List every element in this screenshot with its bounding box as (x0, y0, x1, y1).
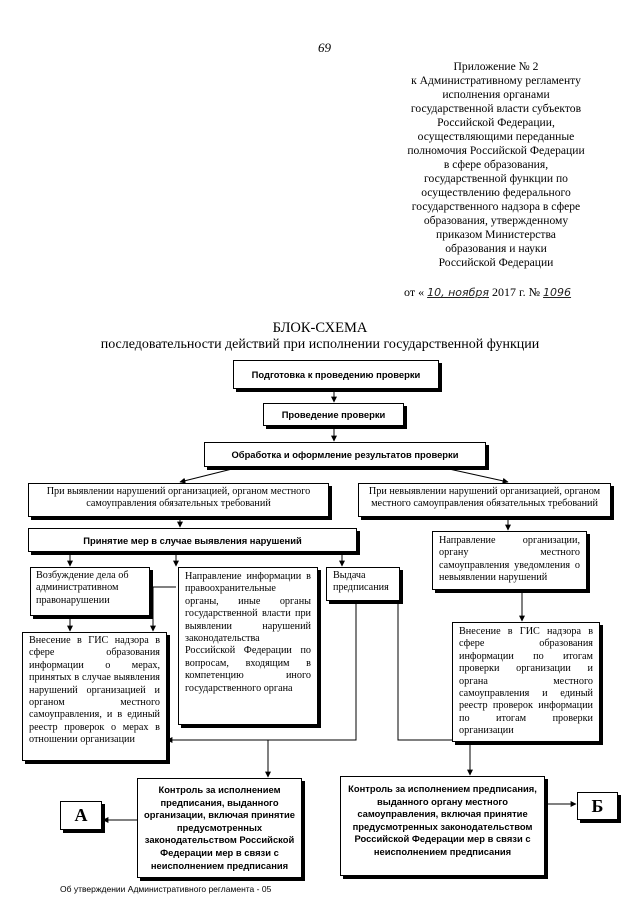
appendix-line: государственного надзора в сфере (411, 200, 581, 213)
appendix-line: государственной функции по (424, 172, 568, 185)
date-prefix: от « (404, 285, 425, 299)
connector-label-a: А (60, 801, 102, 830)
box-take-measures-text: Принятие мер в случае выявления нарушени… (83, 534, 302, 546)
appendix-line: осуществлению федерального (421, 186, 571, 199)
appendix-line: осуществляющими переданные (417, 130, 575, 143)
appendix-header: Приложение № 2 к Административному регла… (390, 60, 602, 270)
box-take-measures: Принятие мер в случае выявления нарушени… (28, 528, 357, 552)
box-gis-measures-text: Внесение в ГИС надзора в сфере образован… (29, 635, 160, 746)
box-prepare-check: Подготовка к проведению проверки (233, 360, 439, 389)
handwritten-date: 10, ноября (427, 286, 490, 299)
box-control-organization: Контроль за исполнением предписания, выд… (137, 778, 302, 878)
appendix-line: Приложение № 2 (453, 60, 539, 73)
box-issue-order: Выдача предписания (326, 567, 400, 601)
connector-label-b-text: Б (591, 795, 604, 816)
arrow-order-to-control-right (397, 601, 473, 776)
appendix-date-line: от « 10, ноября 2017 г. № 1096 (404, 285, 571, 300)
appendix-line: к Административному регламенту (411, 74, 581, 87)
box-administrative-case: Возбуждение дела об административном пра… (30, 567, 150, 616)
arrow-processing-to-notfound (439, 466, 509, 484)
appendix-line: государственной власти субъектов (410, 102, 582, 115)
arrow-order-to-control-left (265, 739, 356, 778)
box-notice-no-violations-text: Направление организации, органу местного… (439, 535, 580, 584)
box-conduct-check: Проведение проверки (263, 403, 404, 426)
appendix-line: Российской Федерации, (437, 116, 555, 129)
appendix-line: в сфере образования, (443, 158, 549, 171)
box-gis-results-text: Внесение в ГИС надзора в сфере образован… (459, 626, 593, 737)
box-gis-measures: Внесение в ГИС надзора в сфере образован… (22, 632, 167, 761)
box-gis-results: Внесение в ГИС надзора в сфере образован… (452, 622, 600, 742)
page-number: 69 (318, 40, 331, 55)
box-violations-found: При выявлении нарушений организацией, ор… (28, 483, 329, 517)
appendix-line: Российской Федерации (438, 256, 554, 269)
box-violations-found-text: При выявлении нарушений организацией, ор… (46, 486, 311, 510)
box-notice-no-violations: Направление организации, органу местного… (432, 531, 587, 590)
box-process-results: Обработка и оформление результатов прове… (204, 442, 486, 467)
connector-label-a-text: А (74, 805, 88, 825)
flowchart-subtitle: последовательности действий при исполнен… (100, 337, 540, 352)
box-prepare-check-text: Подготовка к проведению проверки (251, 369, 421, 380)
appendix-line: приказом Министерства (436, 228, 556, 241)
connector-label-b: Б (577, 792, 618, 820)
box-info-direction: Направление информации в правоохранитель… (178, 567, 318, 725)
arrow-info-to-gis-left (150, 586, 176, 632)
appendix-line: образования, утвержденному (423, 214, 569, 227)
box-control-organization-text: Контроль за исполнением предписания, выд… (143, 784, 295, 871)
box-control-municipal: Контроль за исполнением предписания, выд… (340, 776, 545, 876)
date-year: 2017 г. № (492, 285, 541, 299)
box-process-results-text: Обработка и оформление результатов прове… (231, 449, 459, 460)
box-info-direction-text: Направление информации в правоохранитель… (185, 571, 311, 694)
appendix-line: исполнения органами (442, 88, 550, 101)
appendix-line: образования и науки (445, 242, 547, 255)
flowchart-title: БЛОК-СХЕМА (272, 320, 368, 336)
box-issue-order-text: Выдача предписания (333, 570, 389, 594)
box-conduct-check-text: Проведение проверки (281, 409, 386, 420)
box-control-municipal-text: Контроль за исполнением предписания, выд… (348, 783, 537, 857)
handwritten-number: 1096 (543, 286, 572, 299)
box-violations-not-found: При невыявлении нарушений организацией, … (358, 483, 611, 517)
box-violations-not-found-text: При невыявлении нарушений организацией, … (368, 486, 601, 510)
box-administrative-case-text: Возбуждение дела об административном пра… (36, 570, 129, 606)
arrow-processing-to-found (179, 466, 241, 484)
appendix-line: полномочия Российской Федерации (407, 144, 585, 157)
footer-note: Об утверждении Административного регламе… (60, 884, 272, 894)
